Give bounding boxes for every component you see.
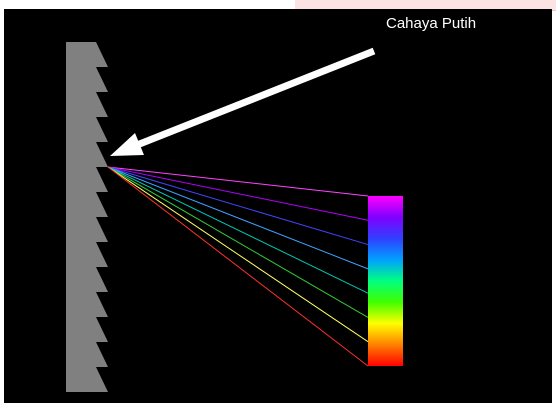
ray-7 [107,166,369,343]
ray-4 [107,166,369,270]
ray-2 [107,166,369,221]
diffraction-panel: Cahaya Putih [4,9,552,403]
white-light-label: Cahaya Putih [386,15,477,32]
ray-1 [107,166,369,197]
diffraction-diagram [66,42,403,392]
diffraction-grating [66,42,108,392]
spectrum-bar [368,196,403,366]
dispersed-rays [107,166,369,367]
ray-8 [107,166,369,367]
ray-3 [107,166,369,246]
white-light-arrow [110,47,376,156]
ray-5 [107,166,369,294]
ray-6 [107,166,369,318]
